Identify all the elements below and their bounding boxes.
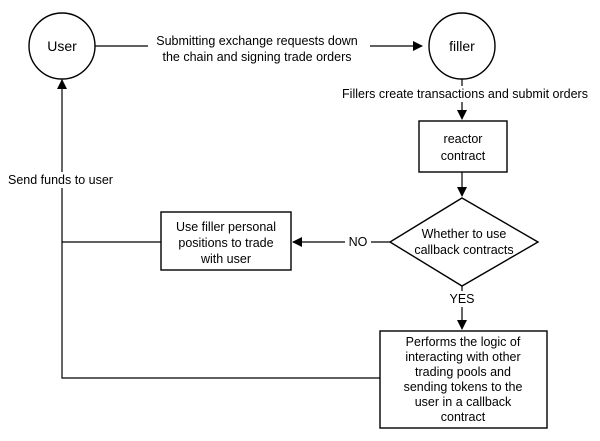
- node-callback-logic: Performs the logic of interacting with o…: [379, 330, 548, 429]
- edge-label-no: NO: [349, 235, 368, 249]
- node-callback-line-6: contract: [441, 410, 486, 424]
- node-callback-line-1: Performs the logic of: [406, 335, 521, 349]
- edge-user-to-filler: Submitting exchange requests down the ch…: [94, 33, 423, 65]
- node-filler-positions-line-1: Use filler personal: [176, 220, 276, 234]
- edge-decision-yes: YES: [448, 286, 476, 330]
- node-user: User: [28, 12, 96, 80]
- node-decision: Whether to use callback contracts: [388, 197, 540, 287]
- node-filler-positions-line-2: positions to trade: [178, 236, 273, 250]
- node-callback-line-3: trading pools and: [415, 365, 511, 379]
- node-user-label: User: [47, 38, 77, 54]
- edge-decision-no: NO: [292, 234, 390, 250]
- edge-callback-to-user: Send funds to user: [4, 79, 380, 379]
- node-decision-line-1: Whether to use: [422, 227, 507, 241]
- node-reactor-contract: reactor contract: [418, 120, 508, 173]
- edge-label-submit-line-2: the chain and signing trade orders: [162, 50, 351, 64]
- edge-filler-to-reactor: Fillers create transactions and submit o…: [332, 78, 598, 120]
- edge-label-submit-line-1: Submitting exchange requests down: [156, 34, 358, 48]
- node-callback-line-4: sending tokens to the: [404, 380, 523, 394]
- edge-label-send-funds: Send funds to user: [8, 173, 113, 187]
- node-filler-positions: Use filler personal positions to trade w…: [160, 211, 292, 271]
- edge-label-fillers-create: Fillers create transactions and submit o…: [342, 87, 588, 101]
- node-filler-positions-line-3: with user: [200, 252, 251, 266]
- node-decision-line-2: callback contracts: [414, 243, 513, 257]
- node-filler: filler: [428, 12, 496, 80]
- node-reactor-line-2: contract: [441, 149, 486, 163]
- node-filler-label: filler: [449, 38, 475, 54]
- node-reactor-line-1: reactor: [444, 132, 483, 146]
- edge-label-yes: YES: [449, 292, 474, 306]
- node-callback-line-2: interacting with other: [405, 350, 520, 364]
- node-callback-line-5: user in a callback: [415, 395, 512, 409]
